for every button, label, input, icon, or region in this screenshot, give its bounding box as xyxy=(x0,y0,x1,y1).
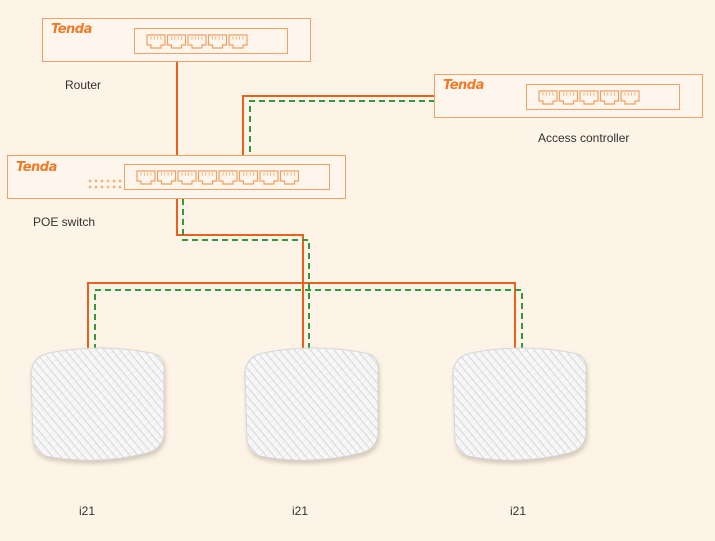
ethernet-ports-icon xyxy=(136,170,300,185)
ap-bus-control-link xyxy=(94,289,523,350)
poe-switch-logo: Tenda xyxy=(16,160,57,175)
access-point-icon xyxy=(30,347,165,461)
ethernet-port-icon xyxy=(279,170,300,185)
access-controller-device: Tenda xyxy=(434,74,703,118)
access-point-icon xyxy=(244,347,379,461)
ap-label-2: i21 xyxy=(292,504,309,518)
ethernet-ports-icon xyxy=(146,34,248,49)
ethernet-port-icon xyxy=(187,34,207,49)
ethernet-port-icon xyxy=(238,170,259,185)
ethernet-port-icon xyxy=(166,34,187,49)
access-point-2 xyxy=(243,345,383,475)
ethernet-port-icon xyxy=(558,90,579,105)
ethernet-port-icon xyxy=(156,170,177,185)
ap-label-1: i21 xyxy=(79,504,96,518)
ethernet-port-icon xyxy=(599,90,620,105)
access-controller-logo: Tenda xyxy=(443,78,484,93)
poe-switch-device: Tenda xyxy=(7,155,346,199)
poe-switch-label: POE switch xyxy=(33,215,96,229)
access-controller-label: Access controller xyxy=(538,131,630,145)
ethernet-port-icon xyxy=(218,170,238,185)
ethernet-port-icon xyxy=(197,170,218,185)
ap-bus-cable xyxy=(87,282,516,350)
ethernet-port-icon xyxy=(207,34,228,49)
access-point-3 xyxy=(451,345,591,475)
poe-switch-port-panel xyxy=(124,164,330,190)
ethernet-port-icon xyxy=(228,34,248,49)
access-point-icon xyxy=(452,347,587,461)
switch-ap-control-link xyxy=(182,199,310,350)
access-controller-port-panel xyxy=(526,84,680,110)
ac-switch-control-link xyxy=(249,100,435,157)
ap-label-3: i21 xyxy=(510,504,527,518)
ac-switch-cable xyxy=(242,95,435,157)
status-leds-icon xyxy=(88,179,122,189)
ethernet-port-icon xyxy=(538,90,558,105)
ethernet-port-icon xyxy=(579,90,599,105)
access-point-1 xyxy=(29,345,169,475)
ethernet-port-icon xyxy=(136,170,156,185)
router-logo: Tenda xyxy=(51,22,92,37)
ethernet-port-icon xyxy=(259,170,279,185)
ethernet-port-icon xyxy=(177,170,197,185)
router-label: Router xyxy=(65,78,102,92)
ethernet-port-icon xyxy=(620,90,640,105)
switch-ap-cable xyxy=(176,199,304,350)
ethernet-ports-icon xyxy=(538,90,640,105)
ethernet-port-icon xyxy=(146,34,166,49)
router-device: Tenda xyxy=(42,18,311,62)
router-port-panel xyxy=(134,28,288,54)
